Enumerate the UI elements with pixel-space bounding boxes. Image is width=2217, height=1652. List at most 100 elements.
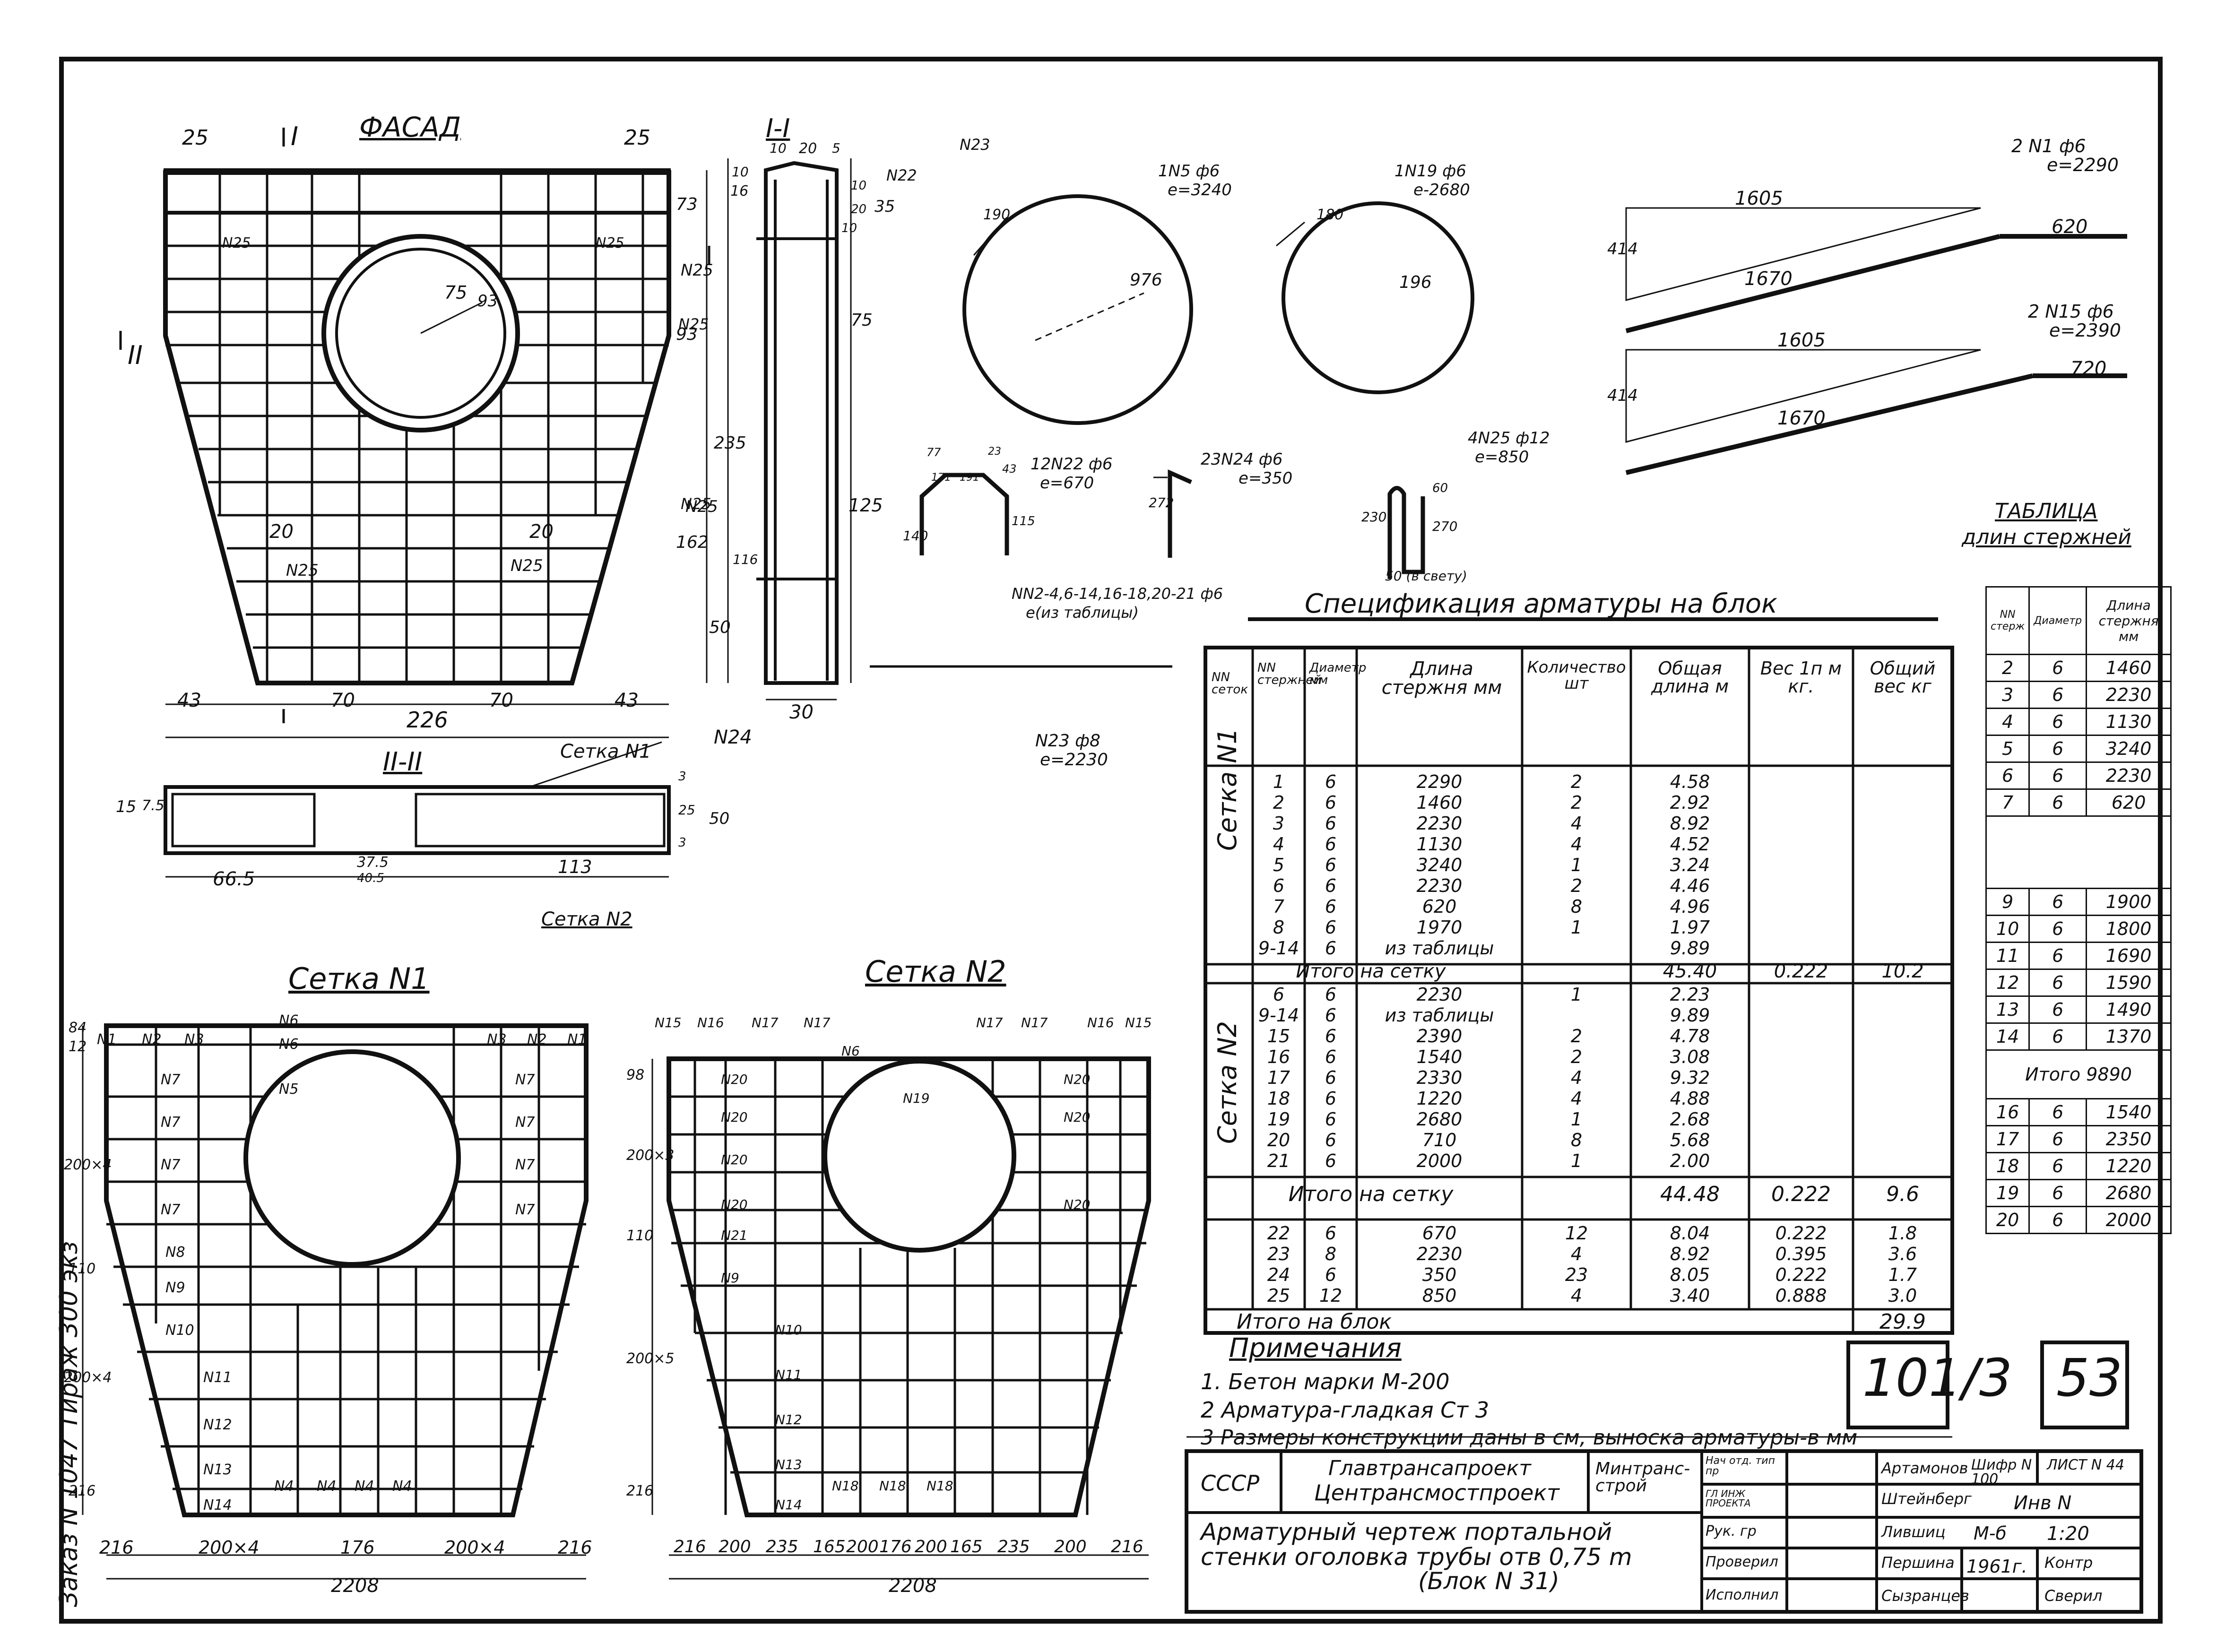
grid-2-dim-left-4: 200×5 bbox=[626, 1350, 675, 1367]
small-bar-2-length: e=350 bbox=[1238, 469, 1293, 488]
grid-2-dim-left-1: 98 bbox=[626, 1067, 645, 1083]
grid-1-label: N9 bbox=[165, 1280, 185, 1296]
grid-1-label: N7 bbox=[161, 1114, 181, 1131]
grid-1-label: N6 bbox=[279, 1036, 299, 1053]
spec-cell: 7 bbox=[1273, 896, 1285, 917]
section-2-dim-6: 113 bbox=[558, 856, 592, 877]
spec-cell: 2230 bbox=[1416, 813, 1463, 834]
spec-cell: 6 bbox=[1325, 792, 1337, 813]
facade-label-5: N25 bbox=[286, 561, 319, 580]
section-2-view bbox=[164, 741, 671, 878]
spec-cell: 2.68 bbox=[1670, 1109, 1710, 1130]
spec-cell: 1130 bbox=[1416, 834, 1463, 855]
len-cell: 6 bbox=[2028, 654, 2087, 682]
len-cell: 1220 bbox=[2086, 1152, 2172, 1180]
section-1-title: I-I bbox=[766, 113, 790, 143]
grid-1-dim-4: 200×4 bbox=[444, 1537, 505, 1558]
len-cell: 620 bbox=[2086, 788, 2172, 817]
spec-cell: 1 bbox=[1273, 771, 1285, 792]
len-cell: 6 bbox=[2028, 1125, 2087, 1153]
grid-1-total: 2208 bbox=[331, 1575, 379, 1597]
len-cell: 3240 bbox=[2086, 735, 2172, 763]
spec-cell: 6 bbox=[1325, 1264, 1337, 1285]
spec-cell: 8 bbox=[1273, 917, 1285, 938]
grid-2-label: N16 bbox=[697, 1015, 724, 1030]
section-1-dim-left-5: 125 bbox=[849, 495, 883, 516]
spec-cell: 23 bbox=[1267, 1244, 1290, 1264]
length-table-subtitle: длин стержней bbox=[1962, 525, 2131, 549]
spec-cell: 1.7 bbox=[1888, 1264, 1917, 1285]
spec-header-7: Вес 1п м кг. bbox=[1760, 658, 1842, 697]
tb-sheet: ЛИСТ N 44 bbox=[2047, 1457, 2124, 1473]
grid-1-label: N7 bbox=[161, 1072, 181, 1088]
spec-cell: 4 bbox=[1570, 813, 1583, 834]
grid-2-view bbox=[651, 1056, 1151, 1580]
spec-cell: 6 bbox=[1325, 855, 1337, 875]
grid-2-dim-left-5: 216 bbox=[626, 1483, 654, 1499]
spec-title: Спецификация арматуры на блок bbox=[1305, 588, 1777, 619]
len-cell: 2230 bbox=[2086, 681, 2172, 709]
section-2-label-grid1: Сетка N1 bbox=[560, 741, 651, 762]
ring-2-diameter: 196 bbox=[1399, 273, 1432, 292]
small-bar-1-dim-1: 77 bbox=[927, 446, 941, 459]
spec-cell: 9.32 bbox=[1670, 1067, 1710, 1088]
grid-2-label: N11 bbox=[775, 1367, 802, 1383]
spec-cell: 6 bbox=[1325, 813, 1337, 834]
section-1-dim-left-3: 35 bbox=[875, 197, 895, 216]
small-bar-1-length: e=670 bbox=[1040, 474, 1094, 493]
section-2-label-n24: N24 bbox=[714, 727, 752, 748]
spec-header-2: NN стержней bbox=[1257, 661, 1322, 687]
grid-2-dim: 216 bbox=[1111, 1537, 1143, 1557]
grid-2-label: N14 bbox=[775, 1497, 802, 1513]
grid-2-label: N17 bbox=[1021, 1015, 1048, 1030]
small-bar-4-label: N23 ф8 bbox=[1035, 731, 1100, 751]
grid-1-dim-left-1: 12 bbox=[69, 1038, 87, 1055]
facade-label-1: N25 bbox=[222, 235, 251, 251]
facade-dim-part-3: 70 bbox=[489, 690, 513, 711]
len-cell: 11 bbox=[1985, 942, 2030, 970]
spec-cell: 23 bbox=[1565, 1264, 1588, 1285]
section-1-label-n25-b: N25 bbox=[681, 495, 711, 513]
grid-1-label: N7 bbox=[161, 1202, 181, 1218]
grid-1-label: N2 bbox=[142, 1031, 162, 1048]
note-1: 1. Бетон марки М-200 bbox=[1201, 1369, 1450, 1394]
len-cell: 1690 bbox=[2086, 942, 2172, 970]
len-cell: 6 bbox=[2028, 788, 2087, 817]
note-3: 3 Размеры конструкции даны в см, выноска… bbox=[1201, 1426, 1858, 1450]
len-cell: 6 bbox=[2028, 1098, 2087, 1126]
spec-cell: 620 bbox=[1422, 896, 1457, 917]
grid-2-dim: 176 bbox=[879, 1537, 912, 1557]
grid-1-dim-left-5: 200×4 bbox=[64, 1369, 112, 1386]
grid-1-title: Сетка N1 bbox=[288, 961, 430, 996]
spec-header-1: NN сеток bbox=[1212, 670, 1248, 697]
spec-cell: 6 bbox=[1325, 1223, 1337, 1244]
bar-2-dim-3: 414 bbox=[1607, 386, 1638, 405]
sheet-code-page: 53 bbox=[2056, 1348, 2122, 1408]
grid-1-label: N12 bbox=[203, 1417, 232, 1433]
ring-2-length: e-2680 bbox=[1413, 181, 1470, 199]
tb-scale: 1:20 bbox=[2047, 1523, 2089, 1545]
spec-cell: 6 bbox=[1325, 938, 1337, 959]
grid-2-dim: 235 bbox=[997, 1537, 1030, 1557]
spec-cell: 1 bbox=[1570, 1150, 1583, 1171]
grid-2-label: N20 bbox=[721, 1197, 748, 1212]
grid-2-label: N17 bbox=[976, 1015, 1003, 1030]
small-bar-1-dim-7: 23 bbox=[988, 446, 1001, 458]
spec-cell: 3.08 bbox=[1670, 1047, 1710, 1067]
tb-control: Контр bbox=[2044, 1554, 2093, 1572]
len-cell: 3 bbox=[1985, 681, 2030, 709]
grid-1-label: N10 bbox=[165, 1322, 194, 1339]
tb-name-4: Першина bbox=[1881, 1554, 1955, 1572]
spec-grand-total-label: Итого на блок bbox=[1237, 1310, 1392, 1334]
tb-org-1: Главтрансапроект bbox=[1328, 1456, 1531, 1480]
spec-group-1-label: Сетка N1 bbox=[1212, 727, 1242, 851]
spec-cell: 6 bbox=[1325, 896, 1337, 917]
section-2-dim-4: 37.5 bbox=[357, 854, 389, 871]
spec-group-2-label: Сетка N2 bbox=[1212, 1021, 1242, 1144]
small-bar-5-length: e(из таблицы) bbox=[1026, 604, 1139, 622]
section-1-label-n23: N23 bbox=[960, 136, 990, 154]
grid-2-label: N20 bbox=[1064, 1109, 1091, 1125]
